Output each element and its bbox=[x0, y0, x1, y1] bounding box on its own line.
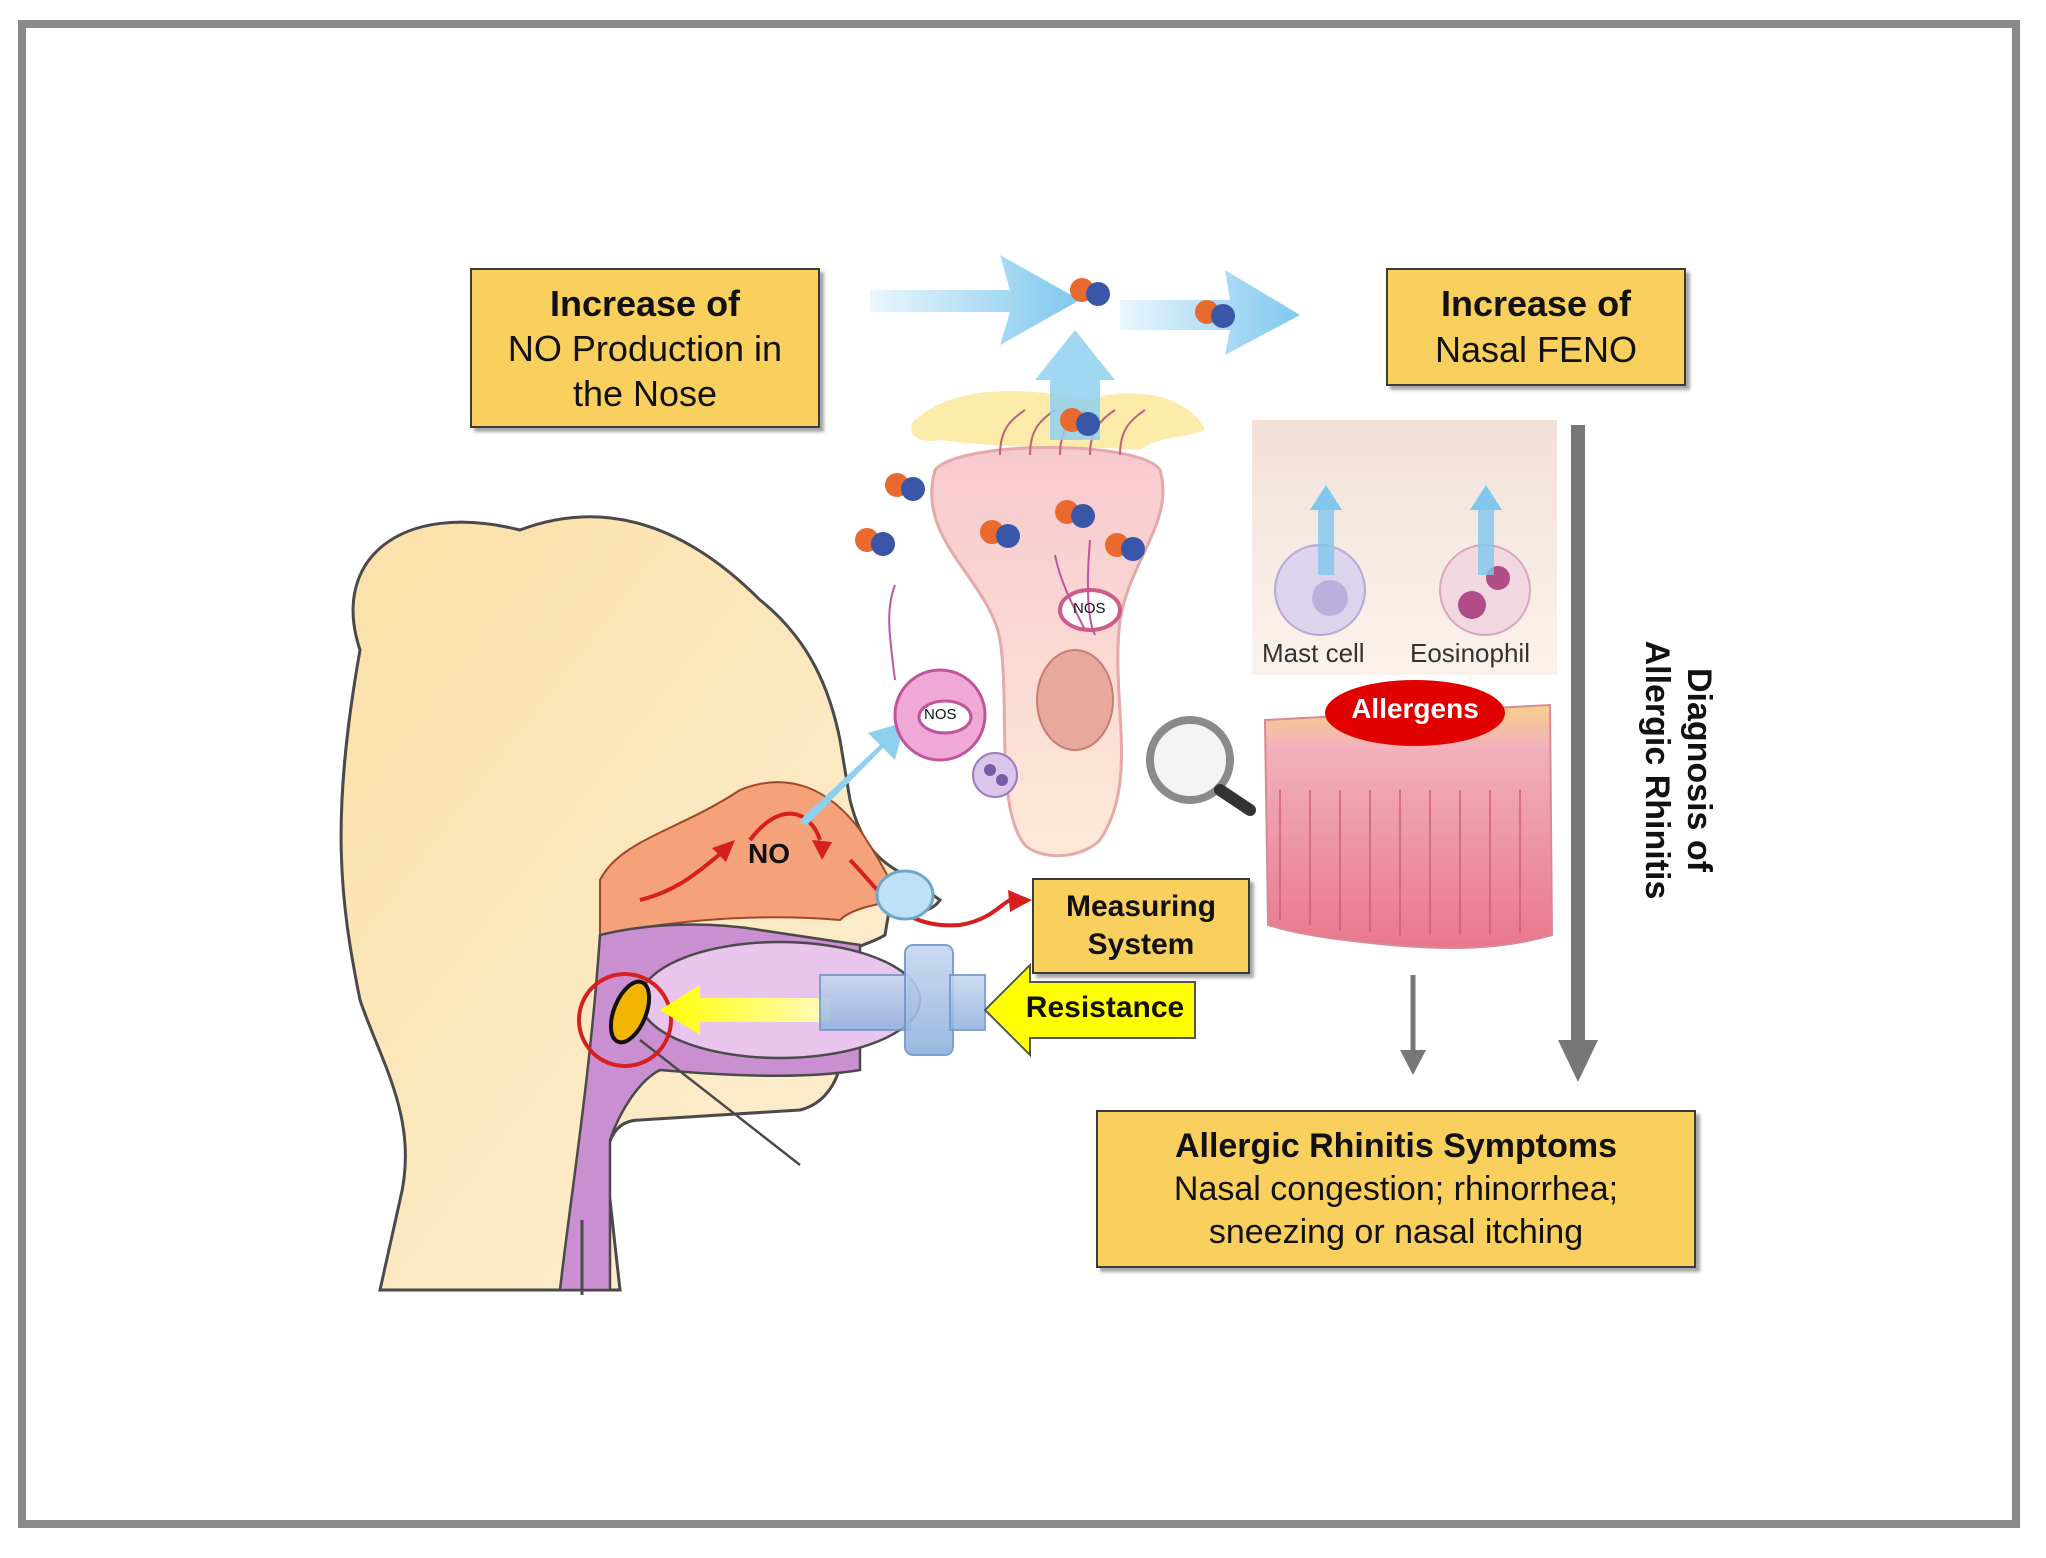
no-flow-arrow-loop bbox=[748, 811, 822, 842]
diagnosis-line-1: Diagnosis of bbox=[1680, 667, 1718, 873]
nos-label-epithelium: NOS bbox=[1073, 600, 1106, 617]
mast-cell-label: Mast cell bbox=[1262, 638, 1365, 668]
cell-icon bbox=[893, 668, 1018, 798]
velum bbox=[608, 979, 652, 1045]
nasal-cavity bbox=[599, 781, 902, 937]
no-production-box: Increase of NO Production in the Nose bbox=[470, 268, 820, 428]
symptoms-box: Allergic Rhinitis Symptoms Nasal congest… bbox=[1096, 1110, 1696, 1268]
symptoms-line-1: Nasal congestion; rhinorrhea; bbox=[1173, 1169, 1619, 1208]
blue-arrow-up bbox=[1035, 330, 1115, 440]
no-flow-arrow-in bbox=[639, 848, 727, 902]
nasal-feno-title: Increase of bbox=[1440, 283, 1632, 324]
down-arrow-small bbox=[1400, 975, 1426, 1075]
resistance-arrow bbox=[983, 962, 1196, 1058]
symptoms-line-2: sneezing or nasal itching bbox=[1208, 1212, 1584, 1251]
down-arrow-diagnosis bbox=[1558, 425, 1598, 1082]
eosinophil-label: Eosinophil bbox=[1410, 638, 1530, 668]
nasal-feno-box: Increase of Nasal FENO bbox=[1386, 268, 1686, 386]
allergens-badge bbox=[1325, 680, 1505, 746]
allergens-label: Allergens bbox=[1351, 693, 1479, 724]
epithelial-cell bbox=[930, 446, 1165, 858]
no-production-title: Increase of bbox=[549, 282, 741, 324]
nos-bubble-epithelium bbox=[1058, 588, 1122, 632]
nasal-tissue bbox=[1263, 703, 1554, 949]
diagnosis-label: Diagnosis of Allergic Rhinitis bbox=[1620, 580, 1720, 960]
magnifier-icon bbox=[1146, 716, 1256, 816]
no-production-line-1: NO Production in bbox=[507, 327, 783, 369]
measuring-system-line-1: Measuring bbox=[1065, 890, 1217, 923]
blue-arrow-nose bbox=[800, 722, 905, 826]
measuring-system-box: Measuring System bbox=[1032, 878, 1250, 974]
measuring-system-line-2: System bbox=[1087, 928, 1195, 961]
nasal-olive bbox=[875, 869, 935, 921]
velum-highlight bbox=[577, 972, 673, 1068]
exhale-arrow bbox=[660, 985, 830, 1035]
nasal-feno-line-1: Nasal FENO bbox=[1434, 329, 1638, 370]
no-flow-arrow-out bbox=[848, 858, 1012, 928]
mouthpiece bbox=[819, 944, 986, 1056]
blue-arrow-top-left bbox=[870, 255, 1080, 345]
nucleus bbox=[1036, 649, 1114, 751]
resistance-label: Resistance bbox=[1025, 991, 1185, 1024]
symptoms-title: Allergic Rhinitis Symptoms bbox=[1174, 1126, 1618, 1165]
nos-label-cell: NOS bbox=[924, 706, 957, 723]
no-production-line-2: the Nose bbox=[572, 372, 718, 414]
diagnosis-line-2: Allergic Rhinitis bbox=[1638, 640, 1676, 900]
cell-panel bbox=[1252, 420, 1557, 675]
no-label: NO bbox=[748, 838, 790, 869]
